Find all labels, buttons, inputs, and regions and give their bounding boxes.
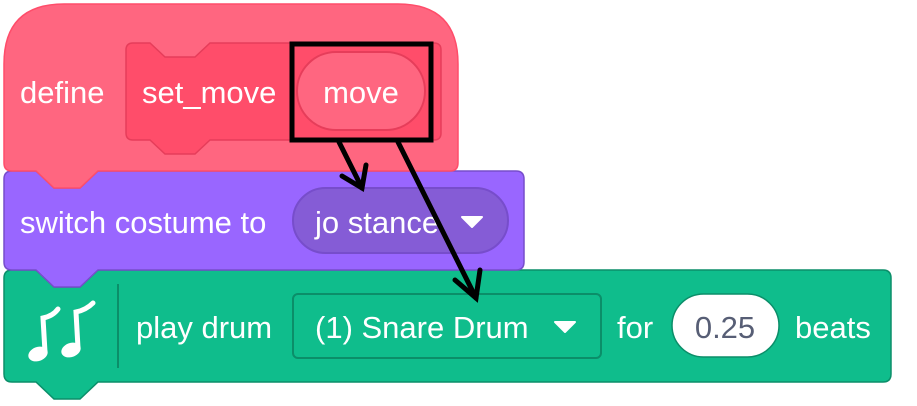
music-notes-icon xyxy=(28,300,96,362)
for-label: for xyxy=(617,310,653,345)
beats-input-field[interactable] xyxy=(671,293,780,358)
drum-dropdown[interactable]: (1) Snare Drum xyxy=(292,293,602,359)
switch-costume-block[interactable]: switch costume to jo stance xyxy=(3,170,525,288)
parameter-move-reporter[interactable] xyxy=(296,51,426,131)
drum-dropdown-field[interactable] xyxy=(292,293,602,359)
play-drum-block[interactable]: play drum (1) Snare Drum for 0.25 beats xyxy=(3,269,892,400)
drum-dropdown-value: (1) Snare Drum xyxy=(315,310,529,345)
costume-dropdown[interactable]: jo stance xyxy=(292,187,509,254)
beats-input[interactable]: 0.25 xyxy=(671,293,780,358)
costume-dropdown-field[interactable] xyxy=(292,187,509,254)
costume-dropdown-value: jo stance xyxy=(314,205,439,240)
switch-costume-label: switch costume to xyxy=(20,205,266,240)
highlight-box xyxy=(289,41,434,143)
dropdown-arrow-icon xyxy=(461,216,483,228)
define-keyword: define xyxy=(20,75,104,110)
play-drum-label: play drum xyxy=(136,310,272,345)
beats-input-value: 0.25 xyxy=(695,310,755,345)
arrow-to-costume-icon xyxy=(336,139,369,193)
procedure-prototype[interactable]: set_move move xyxy=(125,42,442,155)
procedure-name: set_move xyxy=(142,75,276,110)
dropdown-arrow-icon xyxy=(554,321,576,333)
parameter-move[interactable]: move xyxy=(296,51,426,131)
define-block[interactable]: define set_move move xyxy=(3,3,459,189)
arrow-to-drum-icon xyxy=(395,139,483,303)
beats-label: beats xyxy=(795,310,871,345)
parameter-move-label: move xyxy=(323,75,399,110)
